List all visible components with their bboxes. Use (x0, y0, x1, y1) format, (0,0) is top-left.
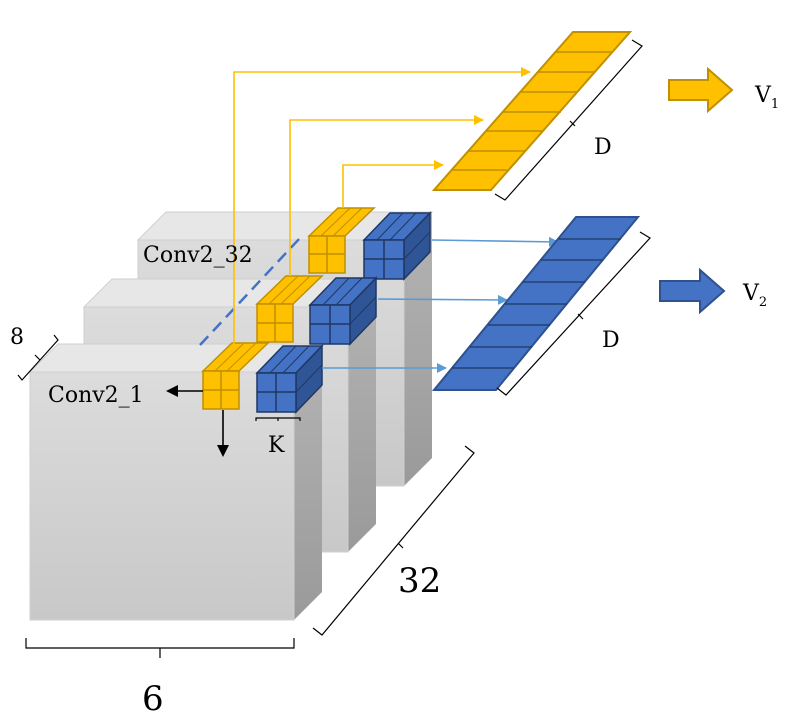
v2-arrow (659, 267, 726, 315)
brackets (17, 39, 651, 658)
dashed-connector (199, 237, 301, 346)
gold-strip-middle (255, 275, 324, 343)
bracket-6 (25, 638, 295, 658)
bracket-d-bottom (496, 231, 651, 396)
gold-arrow-2 (289, 115, 484, 276)
label-width-6: 6 (142, 679, 164, 718)
blue-cube-back (362, 211, 432, 281)
blue-arrow-2 (377, 294, 508, 305)
gold-output-vector (431, 31, 633, 191)
bracket-8 (17, 334, 59, 381)
gold-arrow-1 (233, 67, 531, 345)
v2-sub: 2 (759, 295, 767, 310)
bracket-d-top (494, 39, 643, 201)
label-v2: V2 (742, 281, 767, 310)
v1-base: V (754, 83, 772, 108)
v1-sub: 1 (771, 97, 779, 112)
label-kernel: K (268, 433, 285, 458)
blue-connectors (322, 236, 559, 373)
gold-strip-back (307, 207, 376, 274)
bracket-32 (312, 445, 475, 636)
blue-cube-front (255, 344, 324, 414)
gold-arrow-3 (342, 160, 444, 208)
gold-connectors (233, 67, 531, 345)
blue-arrow-1 (431, 236, 559, 247)
label-conv2-1: Conv2_1 (48, 383, 144, 408)
bracket-k (255, 417, 301, 421)
label-conv2-32: Conv2_32 (143, 243, 253, 268)
blue-output-vector (431, 216, 641, 391)
label-v1: V1 (754, 83, 779, 112)
label-dim-top: D (594, 135, 612, 160)
v2-base: V (742, 281, 760, 306)
gold-strip-front (201, 342, 270, 410)
label-count-32: 32 (398, 561, 441, 601)
blue-cube-middle (308, 276, 378, 346)
label-dim-bottom: D (602, 328, 620, 353)
label-depth-8: 8 (10, 325, 24, 350)
v1-arrow (668, 66, 734, 114)
